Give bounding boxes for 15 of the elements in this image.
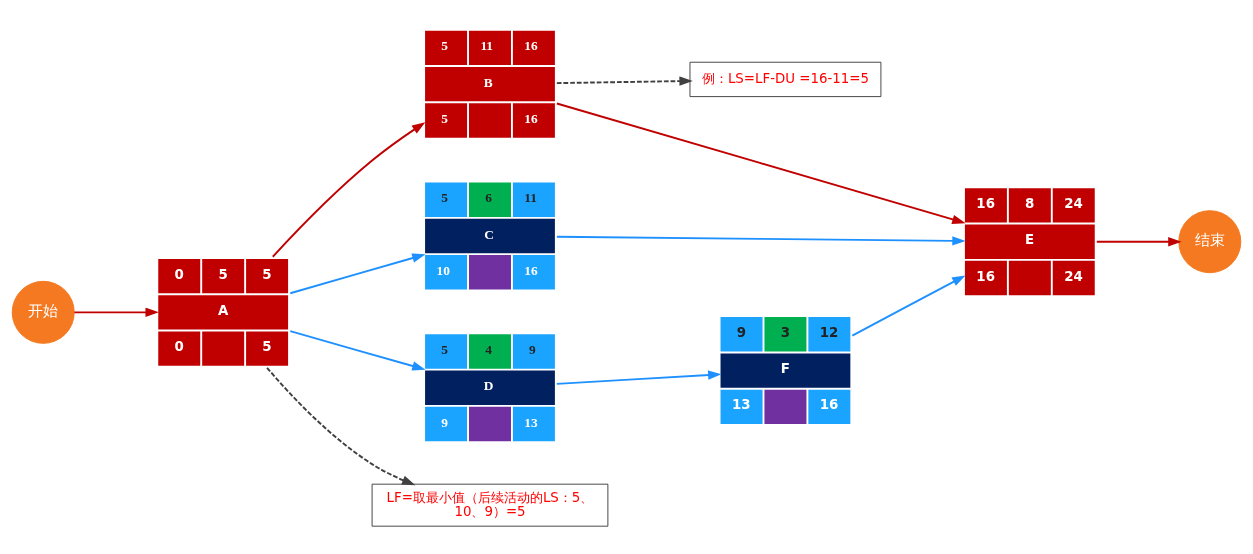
arrow: [555, 369, 722, 385]
arrow: [851, 274, 966, 336]
node-box: 例：LS=LF-DU =16-11=5: [689, 61, 882, 97]
arrow: [289, 252, 426, 294]
arrow: [555, 235, 966, 246]
arrow: [271, 121, 426, 258]
arrow: [1095, 236, 1182, 246]
node-circle: 结束: [1178, 209, 1242, 273]
arrow: [555, 102, 966, 224]
arrow: [73, 307, 159, 317]
arrow: [266, 366, 416, 485]
node-circle: 开始: [11, 280, 75, 344]
arrow: [555, 75, 693, 86]
arrow: [289, 329, 426, 371]
node-box: LF=取最小值（后续活动的LS：5、10、9）=5: [371, 483, 609, 527]
